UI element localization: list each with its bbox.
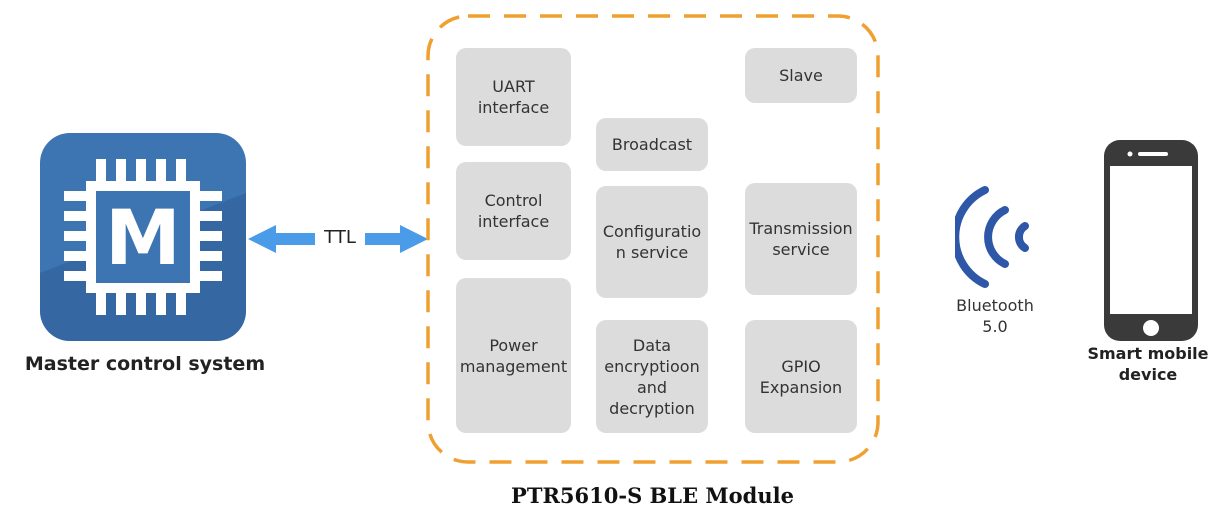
control-interface-label: Control interface [477,191,550,231]
data-encryption-block: Data encryptioon and decryption [596,320,708,433]
module-frame [426,14,880,464]
ttl-label: TTL [315,228,365,248]
module-title: PTR5610-S BLE Module [511,483,794,508]
power-management-block: Power management [456,278,571,433]
transmission-service-block: Transmission service [745,183,857,295]
data-encryption-label: Data encryptioon and decryption [604,335,700,418]
uart-interface-block: UART interface [456,48,571,146]
broadcast-block: Broadcast [596,118,708,171]
smartphone-icon [1104,140,1198,341]
chip-letter: M [105,192,181,282]
slave-label: Slave [779,66,823,85]
uart-interface-label: UART interface [477,77,550,117]
broadcast-label: Broadcast [611,135,693,154]
configuration-service-block: Configuratio n service [596,186,708,298]
power-management-label: Power management [459,335,568,376]
gpio-expansion-label: GPIO Expansion [759,356,843,397]
master-control-label: Master control system [24,353,266,375]
gpio-expansion-block: GPIO Expansion [745,320,857,433]
bluetooth-label: Bluetooth 5.0 [956,296,1034,336]
control-interface-block: Control interface [456,162,571,260]
transmission-service-label: Transmission service [749,219,853,259]
smart-mobile-device-label: Smart mobile device [1087,344,1209,384]
configuration-service-label: Configuratio n service [602,222,702,262]
slave-block: Slave [745,48,857,103]
bluetooth-signal-icon [955,186,1029,288]
master-chip-icon: M [40,133,246,341]
